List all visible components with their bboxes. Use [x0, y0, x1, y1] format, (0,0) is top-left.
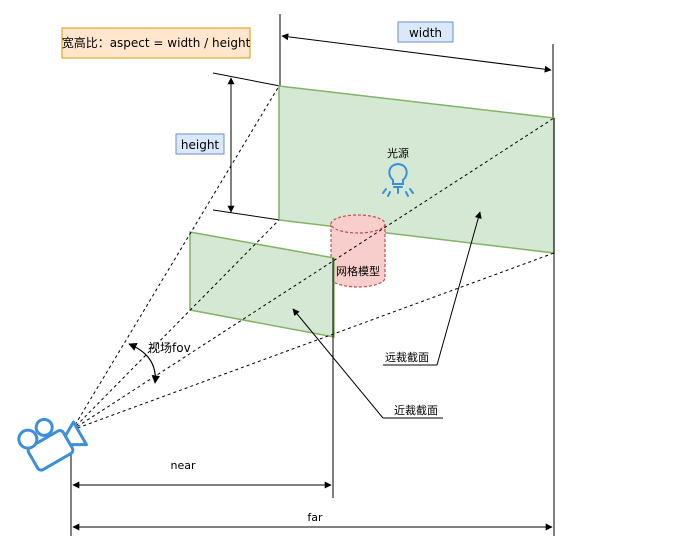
near-clipping-plane [189, 231, 335, 338]
far-plane-label: 远裁截面 [385, 350, 429, 364]
near-label: near [170, 459, 195, 472]
aspect-note: 宽高比：aspect = width / height [61, 27, 251, 59]
frustum-edges [71, 85, 555, 431]
near-plane-label: 近裁截面 [394, 403, 438, 417]
far-clipping-plane [278, 85, 555, 254]
camera-icon [17, 417, 88, 472]
width-label: width [409, 26, 442, 40]
fov-label: 视场fov [148, 340, 191, 355]
height-dimension: height [175, 72, 281, 221]
near-dimension: near [72, 459, 332, 489]
light-source: 光源 [382, 146, 414, 197]
light-label: 光源 [387, 146, 409, 160]
mesh-label: 网格模型 [336, 264, 380, 278]
near-plane-callout: 近裁截面 [292, 308, 443, 419]
far-dimension: far [72, 511, 553, 531]
far-label: far [307, 511, 323, 524]
height-label: height [181, 138, 220, 152]
fov-indicator: 视场fov [128, 340, 191, 384]
aspect-note-text: 宽高比：aspect = width / height [62, 35, 251, 50]
light-bulb-icon [382, 162, 414, 197]
mesh-model: 网格模型 [330, 214, 386, 288]
width-dimension: width [279, 14, 554, 120]
far-plane-callout: 远裁截面 [383, 211, 482, 366]
